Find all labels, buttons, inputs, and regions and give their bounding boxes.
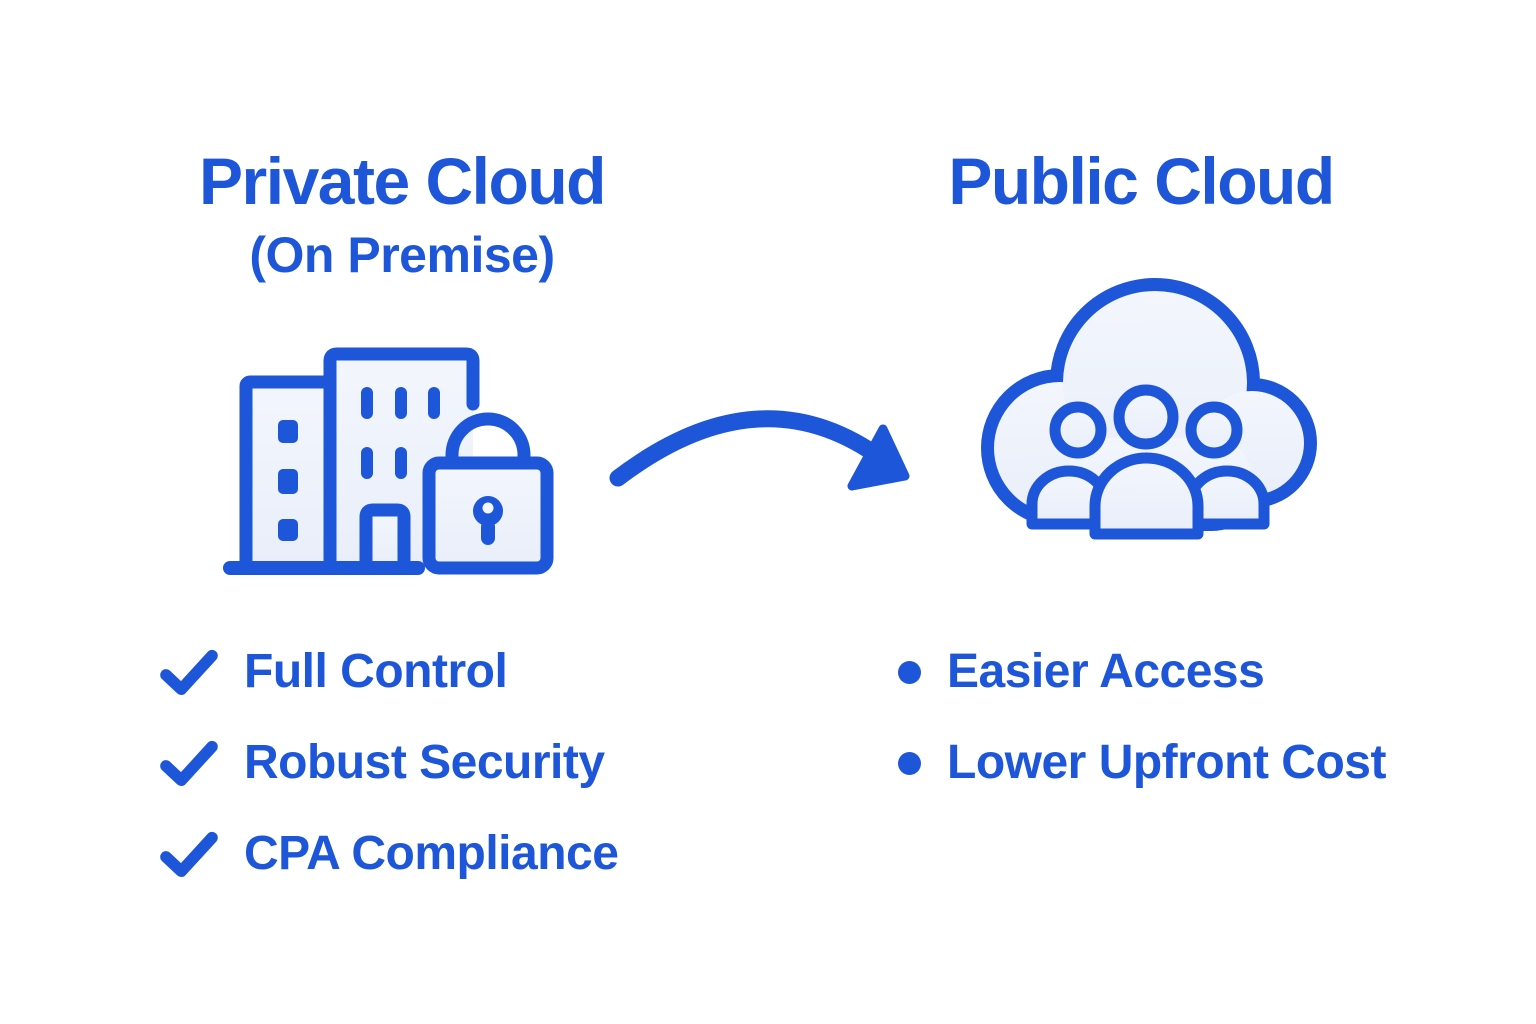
checkmark-icon <box>160 830 218 878</box>
checkmark-icon <box>160 739 218 787</box>
feature-row: Easier Access <box>898 646 1386 698</box>
feature-label: Easier Access <box>947 645 1265 698</box>
feature-label: Robust Security <box>244 736 605 789</box>
public-cloud-header: Public Cloud <box>841 148 1441 214</box>
cloud-with-user-group-icon <box>950 268 1350 573</box>
public-cloud-feature-list: Easier Access Lower Upfront Cost <box>898 646 1386 828</box>
private-cloud-feature-list: Full Control Robust Security CPA Complia… <box>160 646 619 919</box>
bullet-icon <box>898 751 921 775</box>
feature-label: CPA Compliance <box>244 827 619 880</box>
building-with-padlock-icon <box>200 330 600 605</box>
feature-row: Robust Security <box>160 737 618 789</box>
feature-label: Lower Upfront Cost <box>947 736 1386 789</box>
feature-row: Lower Upfront Cost <box>898 737 1386 789</box>
private-cloud-header: Private Cloud (On Premise) <box>102 148 702 284</box>
feature-row: Full Control <box>160 646 618 698</box>
curved-arrow-icon <box>600 385 920 510</box>
private-cloud-title: Private Cloud <box>199 144 606 218</box>
public-cloud-title: Public Cloud <box>948 144 1335 218</box>
feature-row: CPA Compliance <box>160 827 619 880</box>
bullet-icon <box>898 660 921 684</box>
on-premise-subtitle: (On Premise) <box>249 227 555 283</box>
checkmark-icon <box>160 648 218 696</box>
feature-label: Full Control <box>244 645 508 698</box>
